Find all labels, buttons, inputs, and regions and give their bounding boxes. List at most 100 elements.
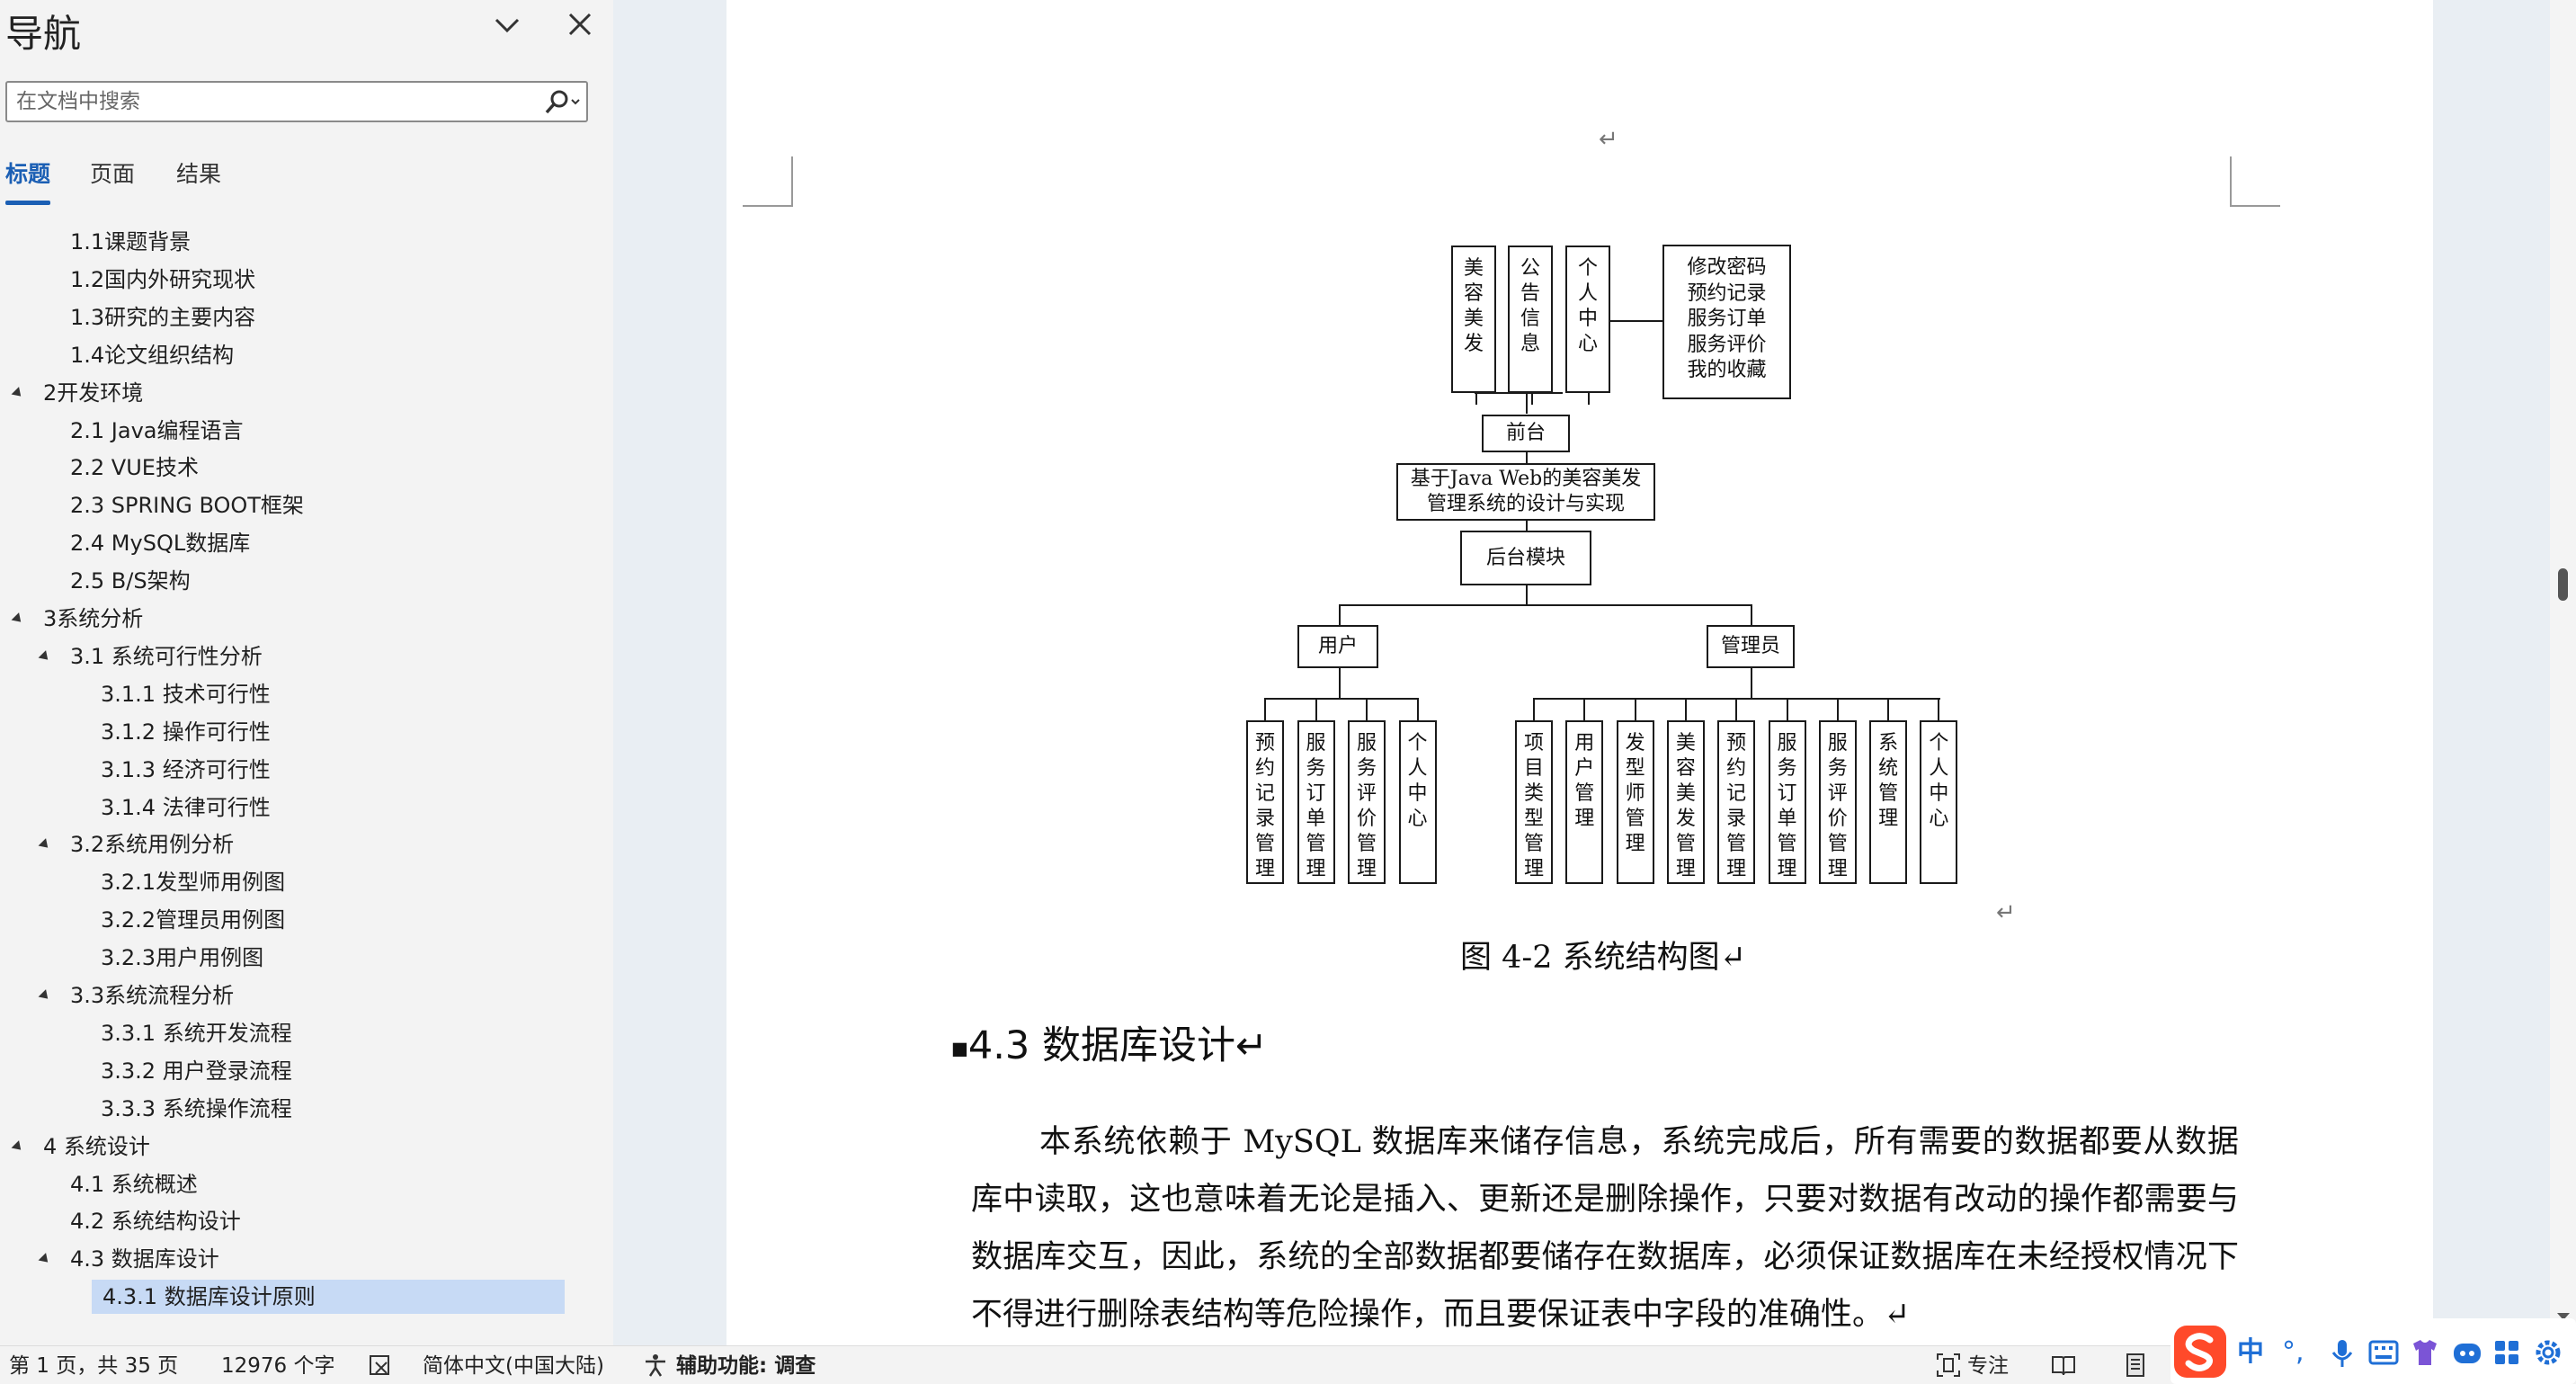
nav-heading-item[interactable]: 2.2 VUE技术 <box>0 451 613 485</box>
print-layout-icon[interactable] <box>2122 1352 2149 1379</box>
keyboard-icon[interactable] <box>2368 1338 2399 1367</box>
tab-headings[interactable]: 标题 <box>5 158 51 207</box>
expand-triangle-icon[interactable] <box>38 649 52 664</box>
nav-heading-item[interactable]: 3.2.3用户用例图 <box>0 941 613 975</box>
nav-heading-label: 3.1.2 操作可行性 <box>101 719 271 745</box>
read-mode-icon[interactable] <box>2050 1352 2077 1379</box>
nav-heading-label: 2.3 SPRING BOOT框架 <box>70 493 304 519</box>
ime-mode[interactable]: 中 <box>2237 1336 2264 1368</box>
toolbox-icon[interactable] <box>2492 1338 2521 1367</box>
nav-heading-item[interactable]: 2.5 B/S架构 <box>0 564 613 598</box>
nav-heading-item[interactable]: 1.1课题背景 <box>0 225 613 259</box>
user-module-box: 服务订单管理 <box>1297 720 1335 884</box>
nav-heading-item[interactable]: 1.4论文组织结构 <box>0 338 613 372</box>
scroll-thumb[interactable] <box>2558 568 2568 601</box>
admin-module-box: 项目类型管理 <box>1515 720 1553 884</box>
figure-caption: 图 4-2 系统结构图↵ <box>1460 940 1746 976</box>
admin-module-box: 服务订单管理 <box>1768 720 1806 884</box>
expand-triangle-icon[interactable] <box>38 838 52 853</box>
nav-heading-item[interactable]: 3.3.3 系统操作流程 <box>0 1092 613 1126</box>
tab-pages[interactable]: 页面 <box>90 161 136 187</box>
front-box: 前台 <box>1482 415 1570 452</box>
search-icon[interactable] <box>539 88 584 117</box>
personal-center-item: 我的收藏 <box>1687 359 1767 381</box>
scroll-down-icon[interactable] <box>2557 1311 2570 1322</box>
assistant-icon[interactable] <box>2451 1338 2483 1367</box>
nav-heading-item[interactable]: 3.2.2管理员用例图 <box>0 903 613 937</box>
focus-mode-label[interactable]: 专注 <box>1967 1354 2009 1378</box>
nav-heading-item[interactable]: 3.3.1 系统开发流程 <box>0 1016 613 1050</box>
nav-heading-item[interactable]: 4 系统设计 <box>0 1130 613 1164</box>
nav-heading-item[interactable]: 1.3研究的主要内容 <box>0 300 613 335</box>
nav-heading-item[interactable]: 4.2 系统结构设计 <box>0 1204 613 1238</box>
front-module-box: 公告信息 <box>1508 246 1553 393</box>
ime-punctuation[interactable]: °, <box>2282 1336 2304 1368</box>
nav-heading-item[interactable]: 4.3.1 数据库设计原则 <box>92 1280 565 1315</box>
nav-heading-item[interactable]: 2.4 MySQL数据库 <box>0 526 613 560</box>
nav-heading-item[interactable]: 3.3.2 用户登录流程 <box>0 1054 613 1088</box>
nav-heading-item[interactable]: 4.1 系统概述 <box>0 1167 613 1201</box>
nav-heading-label: 2.5 B/S架构 <box>70 568 191 594</box>
nav-heading-label: 4.3.1 数据库设计原则 <box>103 1284 316 1310</box>
nav-heading-label: 3.2.3用户用例图 <box>101 945 264 971</box>
expand-triangle-icon[interactable] <box>38 989 52 1003</box>
sogou-logo-icon[interactable] <box>2170 1322 2230 1381</box>
user-module-box: 个人中心 <box>1398 720 1437 884</box>
proofing-icon[interactable] <box>367 1352 394 1379</box>
paragraph-mark: ↵ <box>1599 126 1618 153</box>
nav-heading-label: 3.1.4 法律可行性 <box>101 794 271 820</box>
user-module-box: 服务评价管理 <box>1348 720 1386 884</box>
settings-gear-icon[interactable] <box>2534 1338 2563 1367</box>
personal-center-item: 服务评价 <box>1687 333 1767 356</box>
front-module-box: 个人中心 <box>1565 246 1610 393</box>
microphone-icon[interactable] <box>2329 1338 2356 1369</box>
admin-module-box: 个人中心 <box>1920 720 1958 884</box>
crop-mark <box>2230 156 2280 207</box>
crop-mark <box>743 156 793 207</box>
nav-heading-label: 3.3.1 系统开发流程 <box>101 1020 292 1046</box>
close-icon[interactable] <box>565 9 595 40</box>
vertical-scrollbar[interactable] <box>2550 0 2576 1345</box>
nav-heading-item[interactable]: 3.2.1发型师用例图 <box>0 865 613 899</box>
document-page[interactable]: ↵ ↵ <box>726 0 2433 1345</box>
expand-triangle-icon[interactable] <box>11 1139 25 1154</box>
word-count[interactable]: 12976 个字 <box>221 1354 335 1378</box>
nav-heading-item[interactable]: 2.1 Java编程语言 <box>0 414 613 448</box>
expand-triangle-icon[interactable] <box>11 386 25 400</box>
expand-triangle-icon[interactable] <box>11 612 25 626</box>
focus-mode-icon[interactable] <box>1935 1352 1962 1379</box>
personal-center-item: 修改密码 <box>1687 256 1767 279</box>
nav-heading-item[interactable]: 3.1.3 经济可行性 <box>0 753 613 787</box>
nav-heading-item[interactable]: 4.3 数据库设计 <box>0 1242 613 1276</box>
nav-heading-item[interactable]: 3.3系统流程分析 <box>0 978 613 1013</box>
nav-heading-item[interactable]: 3系统分析 <box>0 602 613 636</box>
nav-search-box <box>5 81 588 122</box>
admin-module-box: 预约记录管理 <box>1717 720 1756 884</box>
page-info[interactable]: 第 1 页，共 35 页 <box>9 1354 179 1378</box>
accessibility-icon[interactable] <box>642 1352 669 1379</box>
nav-heading-label: 3系统分析 <box>43 606 144 631</box>
nav-heading-label: 4.3 数据库设计 <box>70 1246 219 1272</box>
nav-heading-label: 1.1课题背景 <box>70 229 192 254</box>
tab-results[interactable]: 结果 <box>176 161 222 187</box>
nav-heading-item[interactable]: 3.1.1 技术可行性 <box>0 677 613 711</box>
chevron-down-icon[interactable] <box>491 9 523 41</box>
search-input[interactable] <box>16 88 529 115</box>
accessibility-status[interactable]: 辅助功能: 调查 <box>676 1354 816 1378</box>
nav-heading-item[interactable]: 3.1.2 操作可行性 <box>0 715 613 749</box>
nav-heading-item[interactable]: 1.2国内外研究现状 <box>0 263 613 297</box>
nav-heading-item[interactable]: 3.1 系统可行性分析 <box>0 639 613 674</box>
nav-heading-item[interactable]: 3.2系统用例分析 <box>0 827 613 862</box>
expand-triangle-icon[interactable] <box>38 1253 52 1267</box>
nav-heading-label: 2.1 Java编程语言 <box>70 417 244 443</box>
skin-icon[interactable] <box>2410 1338 2440 1367</box>
nav-heading-item[interactable]: 2.3 SPRING BOOT框架 <box>0 488 613 522</box>
language-indicator[interactable]: 简体中文(中国大陆) <box>423 1354 604 1378</box>
nav-heading-label: 3.3.2 用户登录流程 <box>101 1058 292 1084</box>
user-module-box: 预约记录管理 <box>1246 720 1284 884</box>
nav-heading-item[interactable]: 3.1.4 法律可行性 <box>0 790 613 825</box>
nav-heading-item[interactable]: 2开发环境 <box>0 376 613 410</box>
nav-heading-label: 3.3系统流程分析 <box>70 983 235 1008</box>
section-heading: ■4.3 数据库设计↵ <box>951 1023 1268 1068</box>
paragraph-mark: ↵ <box>1996 899 2016 926</box>
